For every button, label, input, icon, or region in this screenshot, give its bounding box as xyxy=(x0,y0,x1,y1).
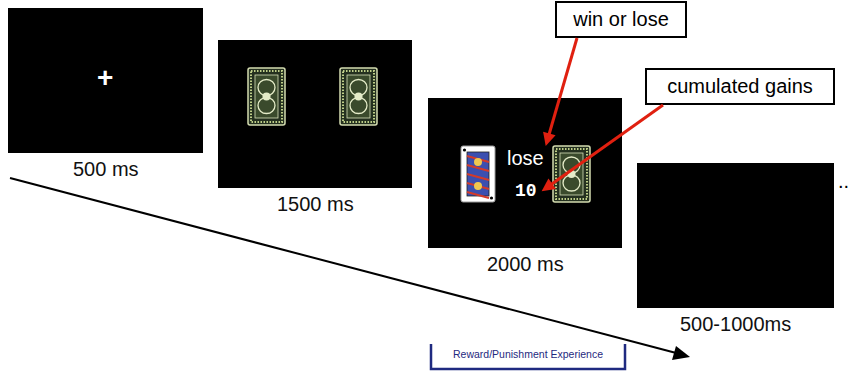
continuation-dots: .. xyxy=(838,170,849,193)
display-screen: lose102000 ms xyxy=(428,98,622,248)
duration-caption: 1500 ms xyxy=(277,193,354,216)
screen-text: lose xyxy=(507,147,544,170)
time-arrowhead xyxy=(672,346,690,360)
callout-text: cumulated gains xyxy=(647,70,833,98)
card-illustration xyxy=(218,40,412,188)
card-back xyxy=(340,68,377,125)
callout-text: win or lose xyxy=(557,3,685,31)
duration-caption: 500 ms xyxy=(73,158,139,181)
card-back xyxy=(248,68,285,125)
display-screen: +500 ms xyxy=(8,8,203,153)
screen-text: + xyxy=(97,62,113,94)
duration-caption: 2000 ms xyxy=(487,253,564,276)
bracket xyxy=(431,344,625,369)
jack-card xyxy=(461,146,495,202)
callout-box: cumulated gains xyxy=(645,68,835,105)
callout-box: win or lose xyxy=(555,1,687,38)
display-screen: 1500 ms xyxy=(218,40,412,188)
phase-label: Reward/Punishment Experience xyxy=(453,348,603,360)
card-back xyxy=(553,146,590,202)
display-screen: 500-1000ms xyxy=(637,163,834,308)
score-text: 10 xyxy=(515,181,537,202)
card-illustration xyxy=(428,98,622,248)
duration-caption: 500-1000ms xyxy=(680,313,791,336)
